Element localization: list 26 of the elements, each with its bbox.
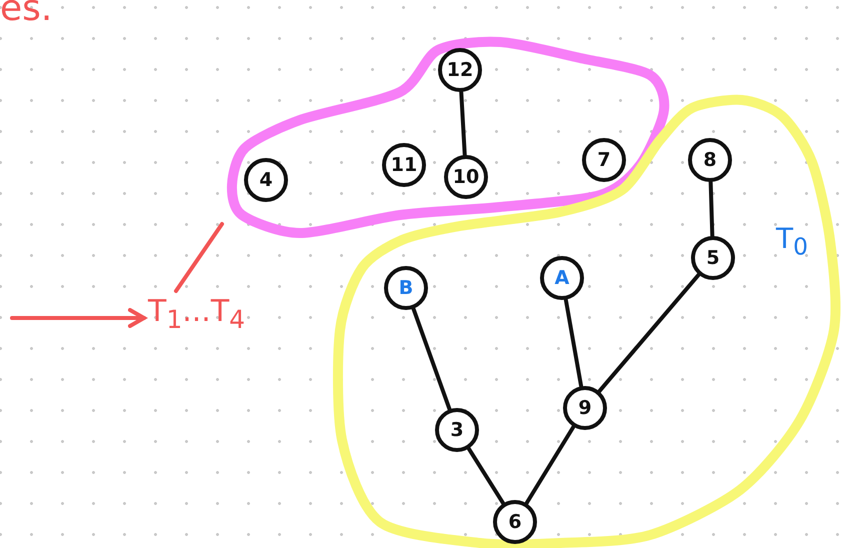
leader-line — [174, 222, 224, 293]
tree-node: 3 — [435, 408, 479, 452]
tree-edge — [597, 272, 701, 394]
tree-node: 10 — [444, 155, 488, 199]
tree-name-label: T$_{0}$ — [776, 222, 808, 261]
tree-node: 9 — [563, 386, 607, 430]
tree-node: 4 — [244, 158, 288, 202]
tree-node: 6 — [493, 500, 537, 544]
arrow — [10, 308, 146, 328]
tree-node: 8 — [688, 138, 732, 182]
outline-loop — [227, 37, 669, 238]
tree-edge — [411, 306, 452, 412]
tree-edge — [564, 298, 584, 388]
outline-loop — [335, 95, 839, 548]
partial-heading-text: es. — [0, 0, 52, 29]
tree-edge — [459, 90, 467, 158]
tree-node: A — [540, 256, 584, 300]
tree-edge — [524, 424, 576, 506]
tree-node: 5 — [691, 236, 735, 280]
tree-node: 11 — [382, 143, 426, 187]
tree-edge — [708, 180, 714, 238]
tree-edge — [466, 446, 506, 506]
tree-node: B — [384, 266, 428, 310]
tree-node: 7 — [582, 138, 626, 182]
tree-node: 12 — [438, 48, 482, 92]
handwritten-label: T$_{1}$...T$_{4}$ — [148, 294, 308, 344]
